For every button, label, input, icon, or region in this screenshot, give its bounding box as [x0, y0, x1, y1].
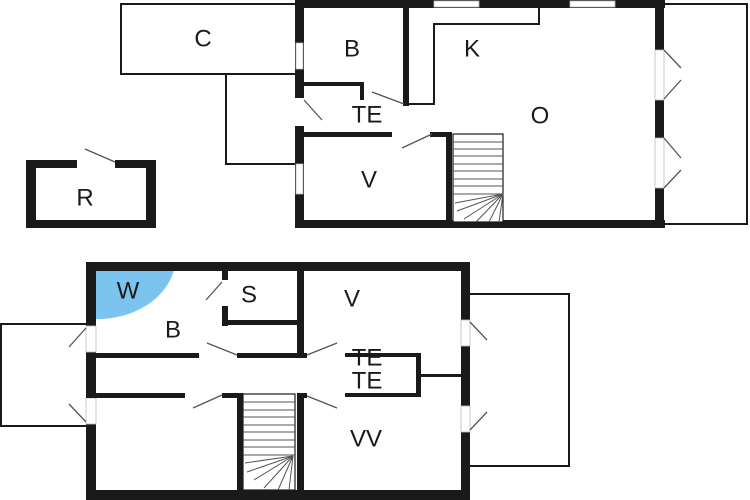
- door-gap: [654, 49, 665, 101]
- door-gap: [295, 98, 304, 126]
- window: [295, 163, 304, 195]
- terrace-c-outline: [120, 3, 298, 75]
- lower-left-wall: [86, 262, 96, 500]
- door-gap: [85, 397, 97, 425]
- door-swing: [469, 411, 488, 431]
- room-label-k: K: [464, 36, 480, 63]
- room-label-w: W: [117, 278, 140, 305]
- room-label-b: B: [165, 317, 181, 344]
- terrace-left-outline: [0, 323, 88, 427]
- door-swing: [663, 79, 682, 100]
- door-swing: [663, 137, 682, 159]
- stair-left-wall: [237, 393, 243, 493]
- wall-v-right: [446, 132, 452, 224]
- door-gap: [460, 405, 471, 433]
- room-label-te-2: TE: [352, 368, 383, 395]
- room-label-v: V: [361, 167, 377, 194]
- corridor-bottom-wall-right: [297, 393, 307, 398]
- door-swing: [205, 281, 223, 301]
- room-label-b: B: [344, 36, 360, 63]
- door-swing: [192, 394, 223, 409]
- lower-top-wall: [86, 262, 470, 271]
- room-label-vv: VV: [350, 426, 382, 453]
- wall-b-k: [403, 0, 409, 106]
- window: [295, 42, 304, 70]
- door-swing: [401, 133, 433, 149]
- upper-bottom-wall: [295, 220, 665, 228]
- door-swing: [663, 49, 682, 69]
- door-swing: [303, 99, 323, 121]
- room-label-te: TE: [352, 102, 383, 129]
- wc-fixture: [96, 270, 174, 320]
- upper-right-wall: [655, 0, 664, 228]
- window: [569, 0, 616, 8]
- door-swing: [306, 395, 338, 409]
- door-gap: [654, 137, 665, 189]
- window: [433, 0, 480, 8]
- wall-te-top: [304, 82, 364, 100]
- door-swing: [663, 169, 682, 189]
- wall-te-bottom: [345, 393, 421, 397]
- wall-s-bottom: [222, 320, 300, 325]
- corridor-top-wall-left: [86, 353, 199, 358]
- terrace-right-outline: [468, 293, 570, 467]
- corridor-bottom-wall-mid: [222, 393, 240, 398]
- lower-bottom-wall: [86, 490, 470, 500]
- terrace-right-outline: [662, 3, 748, 225]
- room-label-v: V: [344, 286, 360, 313]
- wall-te-top: [345, 353, 421, 357]
- room-label-s: S: [241, 282, 257, 309]
- staircase-lower: [242, 393, 296, 491]
- door-swing: [371, 91, 405, 105]
- upper-top-wall: [295, 0, 665, 8]
- wall-s-right: [297, 268, 304, 356]
- door-swing: [68, 327, 87, 348]
- lower-right-wall: [461, 262, 470, 500]
- corridor-bottom-wall-left: [86, 393, 185, 398]
- door-gap: [85, 325, 97, 353]
- corridor-top-wall-right: [237, 353, 307, 358]
- kitchen-counter: [409, 4, 540, 105]
- lower-floor: W B S V TE TE VV: [0, 262, 570, 500]
- wall-te-bottom: [304, 132, 392, 137]
- door-gap: [460, 319, 471, 347]
- wall-v-top-right: [430, 132, 452, 137]
- upper-floor: C B K TE O V R: [26, 0, 748, 228]
- door-swing: [68, 403, 87, 423]
- room-label-o: O: [531, 103, 550, 130]
- door-gap-s: [222, 280, 228, 306]
- room-label-r: R: [76, 185, 93, 212]
- terrace-below-c-outline: [225, 74, 297, 165]
- door-swing: [206, 342, 238, 356]
- door-swing: [469, 321, 488, 341]
- stair-right-wall: [297, 393, 304, 493]
- wall-te-right: [416, 353, 421, 397]
- wall-te-connector: [421, 374, 463, 377]
- room-label-c: C: [194, 26, 211, 53]
- room-label-te: TE: [352, 345, 383, 372]
- staircase-upper: [452, 133, 504, 223]
- door-swing: [306, 342, 338, 356]
- room-r-building: [26, 148, 156, 228]
